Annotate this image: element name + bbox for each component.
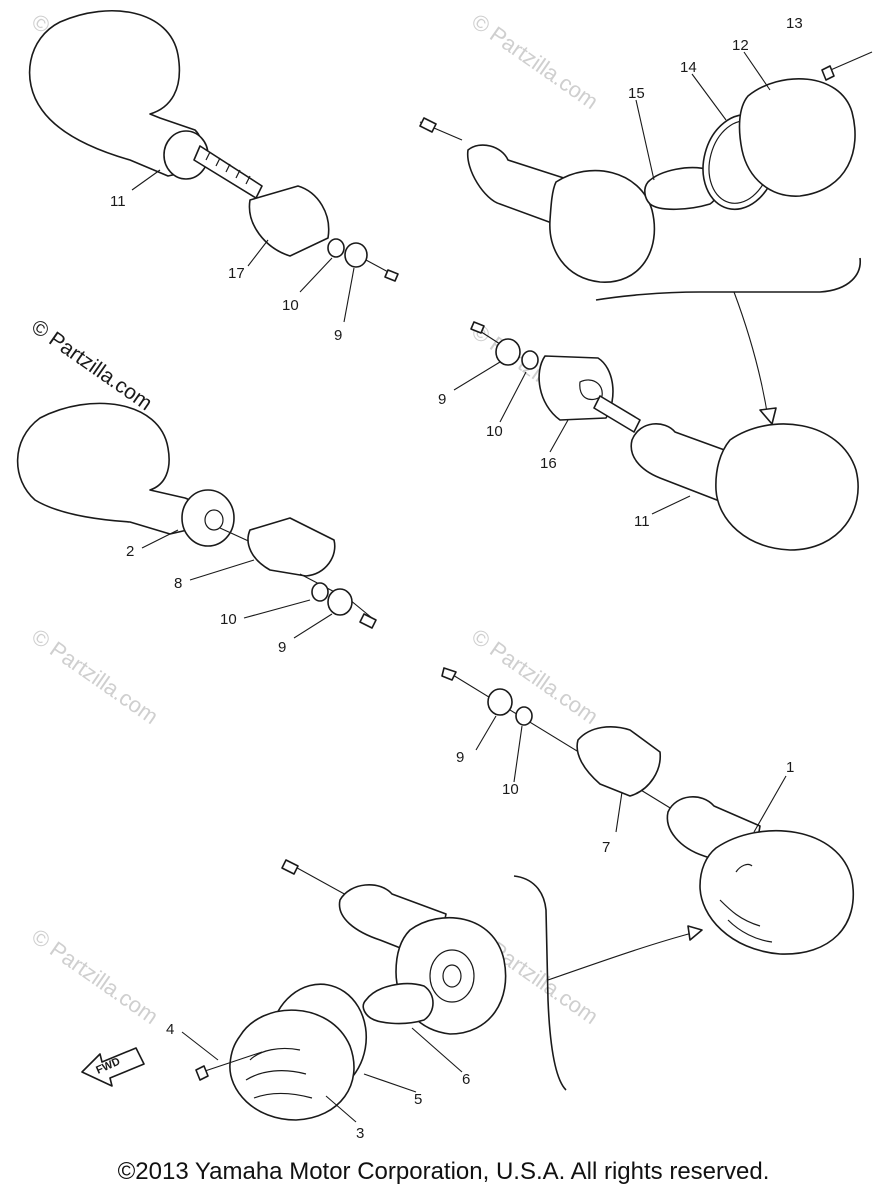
holder-16 [538,355,614,421]
nut-9a [344,242,368,268]
screw-4 [195,1065,209,1081]
nut-9b [495,338,521,366]
callout-11: 11 [634,513,650,530]
assembly-bottom [195,859,703,1121]
bulb-15 [644,166,720,211]
callout-10: 10 [220,611,237,628]
assembly-mid-right [470,321,859,551]
screw-13 [821,65,835,81]
bracket-top [595,257,861,301]
callout-17: 17 [228,265,245,282]
assembly-top-right [419,51,873,425]
bracket-bottom [513,875,567,1091]
lens-housing-2 [16,402,199,535]
watermark: © Partzilla.com [467,624,603,730]
stay-8 [247,517,336,577]
mount-flange-d [181,489,235,547]
callout-10: 10 [282,297,299,314]
lens-12 [738,78,856,197]
watermark: © Partzilla.com [27,624,163,730]
callout-11: 11 [110,193,126,210]
watermark-dark: © Partzilla.com [27,315,156,415]
assembly-top-left [28,10,399,282]
callout-9: 9 [278,639,286,656]
watermark: © Partzilla.com [27,924,163,1030]
stay-7 [576,726,661,797]
washer-10b [521,350,539,370]
callout-9: 9 [334,327,342,344]
assembly-lower-right [441,667,855,955]
washer-10a [327,238,345,258]
leader-lines [131,51,787,1123]
holder-17 [248,185,330,257]
callout-12: 12 [732,37,749,54]
washer-10c [311,582,329,602]
callout-3: 3 [356,1125,364,1142]
callout-10: 10 [502,781,519,798]
threaded-stud-c [593,395,641,433]
callout-16: 16 [540,455,557,472]
callout-4: 4 [166,1021,174,1038]
lamp-body-1 [699,829,855,955]
nut-9d [487,688,513,716]
callout-2: 2 [126,543,134,560]
callout-8: 8 [174,575,182,592]
threaded-stud [193,145,263,199]
callout-14: 14 [680,59,697,76]
washer-10d [515,706,533,726]
callout-1: 1 [786,759,794,776]
callout-13: 13 [786,15,803,32]
bulb-6 [362,982,434,1025]
lamp-body-c [715,423,859,551]
callout-9: 9 [456,749,464,766]
callout-15: 15 [628,85,645,102]
callout-10: 10 [486,423,503,440]
watermark: © Partzilla.com [467,9,603,115]
callout-9: 9 [438,391,446,408]
lamp-body [549,169,656,283]
copyright-notice: ©2013 Yamaha Motor Corporation, U.S.A. A… [117,1158,770,1185]
lamp-stem-c [630,423,731,503]
callout-7: 7 [602,839,610,856]
fwd-arrow-shape [81,1047,145,1087]
assembly-mid-left [16,402,377,629]
nut-9c [327,588,353,616]
fwd-arrow: FWD [81,1047,145,1087]
callouts: 11 17 10 9 15 14 12 13 9 10 16 11 2 8 10… [110,15,803,1142]
callout-6: 6 [462,1071,470,1088]
callout-5: 5 [414,1091,422,1108]
